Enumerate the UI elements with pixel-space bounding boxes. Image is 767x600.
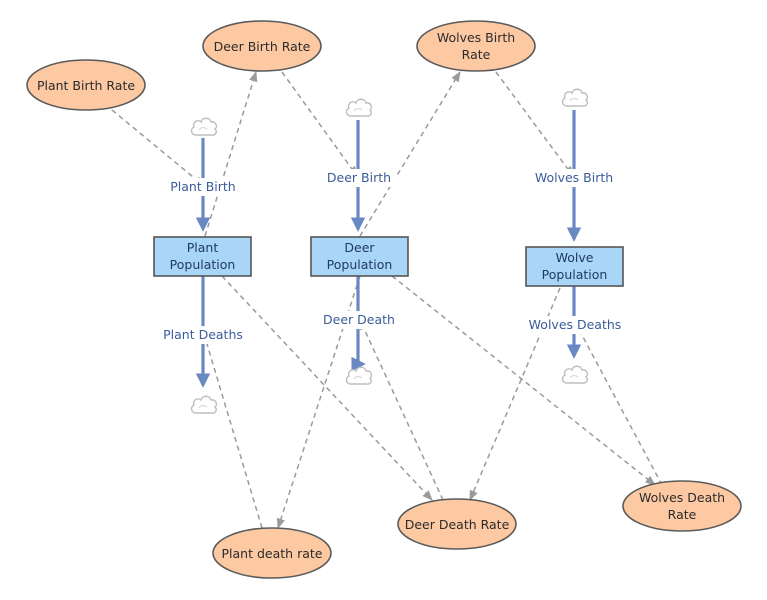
- cloud-icon: [190, 395, 218, 414]
- link-deer-population-to-plant-death-rate: [276, 275, 361, 529]
- stock-label-line: Wolve: [556, 250, 594, 265]
- variables: Plant Birth Rate Deer Birth Rate Wolves …: [26, 20, 742, 579]
- stock-label-line: Plant: [187, 240, 219, 255]
- flow-label-bg: [166, 178, 240, 196]
- variable-wolves-death-rate[interactable]: Wolves Death Rate: [622, 480, 742, 532]
- stock-deer-population[interactable]: Deer Population: [310, 236, 409, 277]
- link-plant-death-rate-to-plant-deaths: [202, 332, 263, 529]
- link-plant-population-to-deer-birth-rate: [204, 70, 258, 237]
- link-deer-population-to-wolves-birth-rate: [359, 71, 461, 237]
- flow-label-bg: [526, 316, 624, 334]
- link-wolves-birth-rate-to-wolves-birth: [495, 71, 574, 177]
- cloud-icon: [345, 98, 373, 117]
- link-wolves-death-rate-to-wolves-deaths: [574, 321, 663, 486]
- variable-label-line: Wolves Death: [639, 490, 725, 505]
- variable-wolves-birth-rate[interactable]: Wolves Birth Rate: [416, 20, 536, 72]
- variable-plant-death-rate[interactable]: Plant death rate: [212, 527, 332, 579]
- stock-label-line: Population: [327, 257, 393, 272]
- link-deer-population-to-wolves-death-rate: [391, 275, 656, 486]
- cloud-icon: [561, 88, 589, 107]
- variable-label-line: Plant Birth Rate: [37, 78, 135, 93]
- stock-label-line: Population: [170, 257, 236, 272]
- stock-wolves-population[interactable]: Wolve Population: [525, 246, 624, 287]
- variable-deer-birth-rate[interactable]: Deer Birth Rate: [202, 20, 322, 72]
- flow-labels: Plant Birth Plant Deaths Deer Birth Deer…: [160, 169, 624, 344]
- flow-label-wolves-birth: Wolves Birth: [535, 170, 613, 185]
- flow-label-plant-birth: Plant Birth: [170, 179, 235, 194]
- stocks: Plant Population Deer Population Wolve P…: [153, 236, 624, 287]
- flow-label-bg: [321, 311, 397, 329]
- variable-label-line: Wolves Birth: [437, 30, 515, 45]
- flow-label-bg: [322, 169, 396, 187]
- variable-label-line: Deer Birth Rate: [214, 39, 311, 54]
- variable-label-line: Plant death rate: [222, 546, 323, 561]
- link-plant-birth-rate-to-plant-birth: [111, 109, 205, 187]
- flow-label-wolves-deaths: Wolves Deaths: [529, 317, 622, 332]
- flow-label-deer-death: Deer Death: [323, 312, 395, 327]
- stock-plant-population[interactable]: Plant Population: [153, 236, 252, 277]
- cloud-icon: [190, 117, 218, 136]
- variable-deer-death-rate[interactable]: Deer Death Rate: [397, 498, 517, 550]
- cloud-icon: [345, 366, 373, 385]
- variable-label-line: Deer Death Rate: [405, 517, 510, 532]
- variable-label-line: Rate: [668, 507, 697, 522]
- link-plant-population-to-deer-death-rate: [221, 275, 433, 501]
- flow-pipe-deer-death: [351, 276, 366, 372]
- stock-label-line: Population: [542, 267, 608, 282]
- link-deer-birth-rate-to-deer-birth: [281, 71, 358, 177]
- variable-label-line: Rate: [462, 47, 491, 62]
- cloud-icon: [561, 365, 589, 384]
- flow-label-plant-deaths: Plant Deaths: [163, 327, 243, 342]
- flow-label-bg: [160, 326, 246, 344]
- influence-links: [111, 70, 663, 529]
- flow-label-bg: [530, 169, 618, 187]
- link-deer-death-rate-to-deer-death: [359, 319, 444, 501]
- variable-plant-birth-rate[interactable]: Plant Birth Rate: [26, 59, 146, 111]
- stock-label-line: Deer: [344, 240, 375, 255]
- flow-label-deer-birth: Deer Birth: [327, 170, 391, 185]
